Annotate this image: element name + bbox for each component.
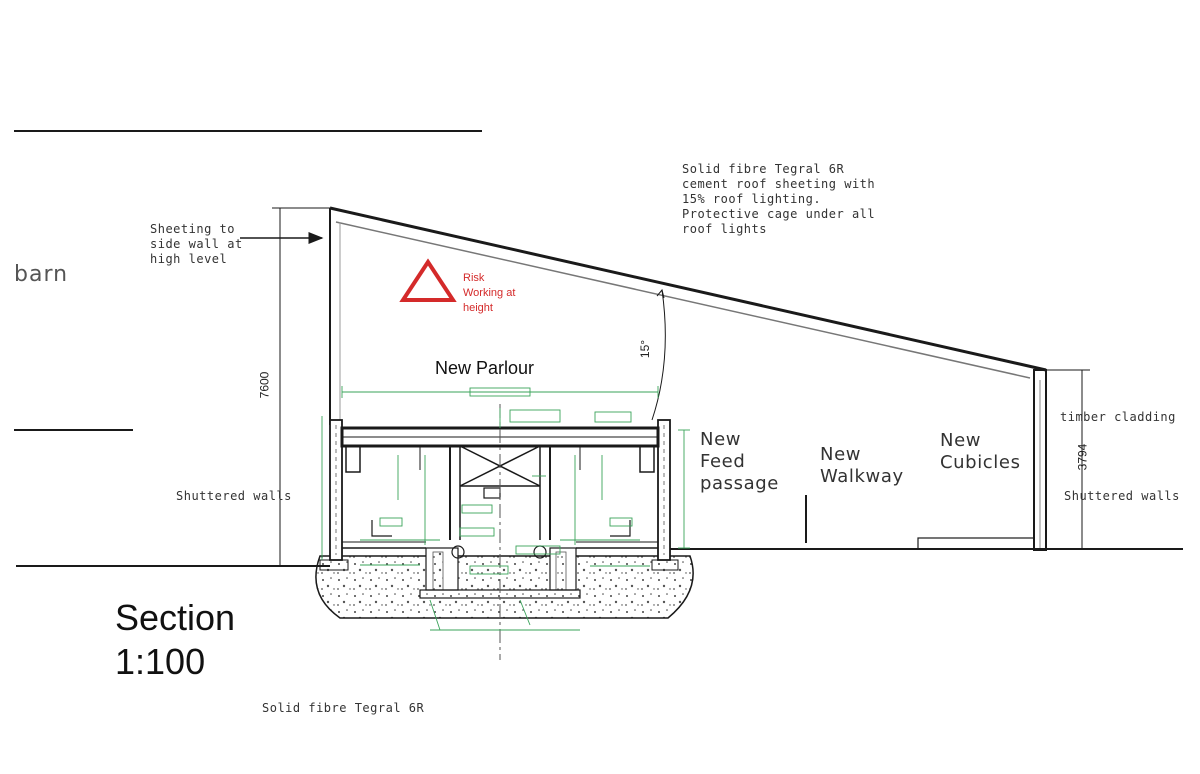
new-parlour-label: New Parlour	[435, 358, 535, 378]
height-dimension-right: 3794	[1075, 443, 1090, 471]
parlour-foundation	[315, 555, 694, 619]
new-walkway-label: New Walkway	[820, 444, 904, 487]
shuttered-walls-left-label: Shuttered walls	[176, 489, 292, 503]
cubicle-kerb	[917, 537, 1035, 550]
footer-note: Solid fibre Tegral 6R	[262, 701, 425, 715]
roof-line-inner	[335, 221, 1031, 379]
parlour-detail-overlay	[321, 386, 690, 631]
barn-label: barn	[14, 262, 69, 287]
height-dimension-left: 7600	[257, 371, 272, 399]
sheeting-side-note: Sheeting to side wall at high level	[150, 222, 243, 266]
risk-note: Risk Working at height	[463, 272, 516, 314]
shuttered-walls-right-label: Shuttered walls	[1064, 489, 1180, 503]
new-feed-passage-label: New Feed passage	[700, 429, 779, 494]
new-cubicles-label: New Cubicles	[940, 430, 1021, 473]
roof-angle-label: 15°	[638, 339, 653, 359]
warning-triangle-icon	[399, 258, 457, 302]
roof-line-outer	[329, 206, 1047, 372]
right-wall	[1033, 369, 1047, 551]
timber-cladding-label: timber cladding	[1060, 410, 1176, 424]
section-title: Section 1:100	[115, 597, 236, 682]
roof-spec-note: Solid fibre Tegral 6R cement roof sheeti…	[682, 162, 876, 236]
